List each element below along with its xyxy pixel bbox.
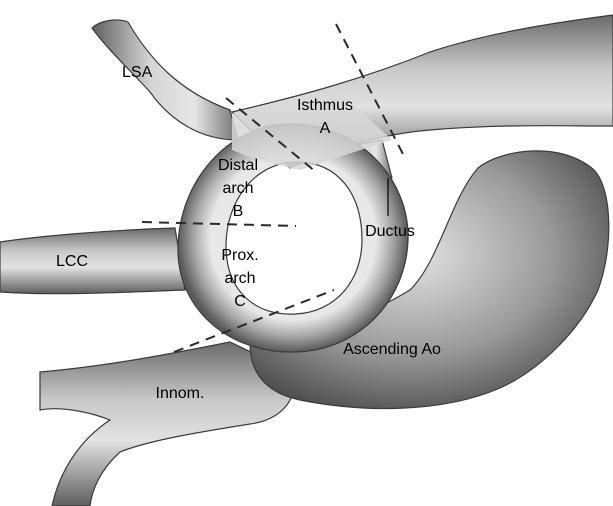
label-prox-arch: Prox. xyxy=(221,247,258,264)
label-prox-arch-letter: C xyxy=(234,293,246,310)
lcc-vessel xyxy=(0,228,185,294)
label-innominate: Innom. xyxy=(156,385,205,402)
label-isthmus: Isthmus xyxy=(297,97,353,114)
label-prox-arch-2: arch xyxy=(224,270,255,287)
label-lcc: LCC xyxy=(56,253,88,270)
label-isthmus-letter: A xyxy=(320,120,331,137)
label-ascending-ao: Ascending Ao xyxy=(343,341,441,358)
label-ductus: Ductus xyxy=(365,223,415,240)
label-distal-arch-2: arch xyxy=(222,180,253,197)
label-lsa: LSA xyxy=(122,64,153,81)
label-distal-arch-letter: B xyxy=(233,203,244,220)
lsa-vessel xyxy=(92,20,238,140)
label-distal-arch: Distal xyxy=(218,157,258,174)
ascending-aorta xyxy=(250,151,609,409)
